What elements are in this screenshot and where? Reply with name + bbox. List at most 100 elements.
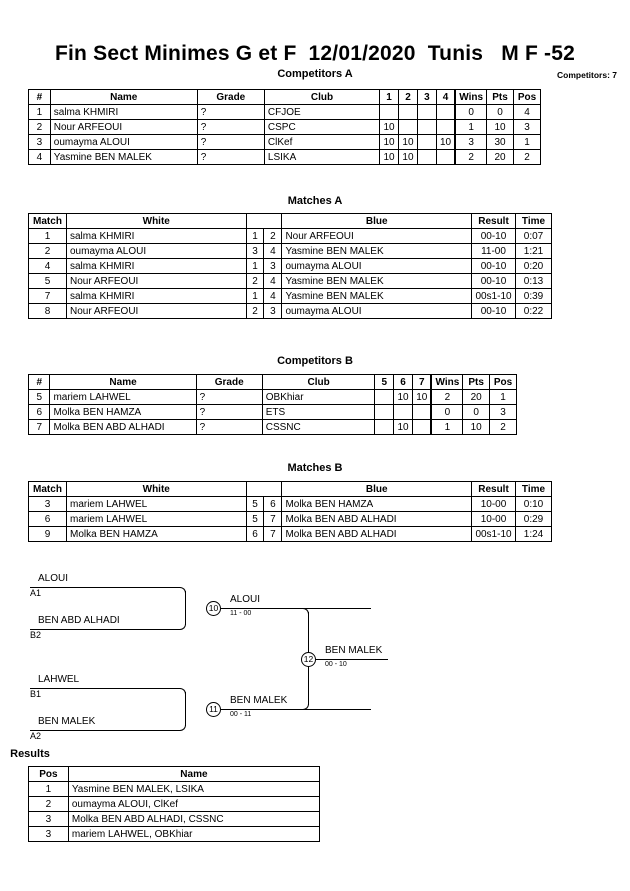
wins-value: 2 <box>454 149 488 165</box>
match-score-cell <box>416 134 437 150</box>
column-header-pos: Pos <box>489 374 517 390</box>
competitor-number: 6 <box>27 404 51 420</box>
competitor-number: 1 <box>28 104 51 120</box>
result-name: Molka BEN ABD ALHADI, CSSNC <box>67 811 321 827</box>
column-header-blue-seed <box>263 481 282 497</box>
blue-competitor: Yasmine BEN MALEK <box>281 288 473 304</box>
column-header-grade: Grade <box>196 89 265 105</box>
column-header-blue: Blue <box>281 213 473 229</box>
bracket-feeder-line <box>30 587 178 588</box>
white-competitor: Nour ARFEOUI <box>65 303 247 319</box>
column-header-match: Match <box>28 213 67 229</box>
match-score-cell <box>435 119 456 135</box>
bracket-corner <box>177 722 186 731</box>
white-seed: 2 <box>245 303 265 319</box>
column-header-club: Club <box>263 89 381 105</box>
white-seed: 3 <box>245 243 265 259</box>
competitor-number: 2 <box>28 119 51 135</box>
match-score-cell <box>416 104 437 120</box>
match-score-cell: 10 <box>393 419 414 435</box>
match-score-cell <box>416 119 437 135</box>
points-value: 0 <box>462 404 491 420</box>
match-result: 00-10 <box>471 273 516 289</box>
competitor-club: ClKef <box>263 134 381 150</box>
match-score-cell: 10 <box>379 149 399 165</box>
bracket-connector <box>308 612 309 705</box>
competitor-grade: ? <box>195 404 263 420</box>
white-competitor: oumayma ALOUI <box>65 243 247 259</box>
column-header-blue: Blue <box>281 481 473 497</box>
blue-competitor: oumayma ALOUI <box>281 258 473 274</box>
white-seed: 6 <box>245 526 265 542</box>
match-score-cell <box>412 404 432 420</box>
position-value: 2 <box>489 419 517 435</box>
bracket-winner-line <box>221 709 371 710</box>
bracket-entry-name: BEN MALEK <box>38 716 96 727</box>
column-header-pts: Pts <box>462 374 491 390</box>
white-competitor: salma KHMIRI <box>65 258 247 274</box>
column-header--: # <box>28 89 51 105</box>
column-header-2: 2 <box>397 89 418 105</box>
blue-competitor: Molka BEN ABD ALHADI <box>281 526 473 542</box>
match-score-cell <box>393 404 414 420</box>
points-value: 0 <box>486 104 514 120</box>
bracket-corner <box>177 587 186 596</box>
match-time: 0:10 <box>515 496 552 512</box>
match-score-cell <box>412 419 432 435</box>
blue-seed: 6 <box>263 496 283 512</box>
column-header-name: Name <box>49 89 198 105</box>
column-header-grade: Grade <box>195 374 263 390</box>
bracket-entry-name: BEN ABD ALHADI <box>38 615 120 626</box>
competitor-grade: ? <box>195 389 263 405</box>
blue-seed: 4 <box>263 243 283 259</box>
match-score-cell: 10 <box>412 389 432 405</box>
white-seed: 5 <box>245 496 265 512</box>
column-header-name: Name <box>67 766 321 782</box>
competitor-name: Yasmine BEN MALEK <box>49 149 198 165</box>
match-score-cell <box>435 149 456 165</box>
bracket-connector <box>185 692 186 726</box>
column-header-result: Result <box>471 481 516 497</box>
white-competitor: salma KHMIRI <box>65 288 247 304</box>
match-time: 0:07 <box>515 228 552 244</box>
white-competitor: salma KHMIRI <box>65 228 247 244</box>
position-value: 4 <box>512 104 542 120</box>
match-number: 3 <box>28 496 67 512</box>
competitor-name: mariem LAHWEL <box>49 389 197 405</box>
competitor-number: 4 <box>28 149 51 165</box>
match-score-cell: 10 <box>379 119 399 135</box>
competitor-number: 7 <box>27 419 51 435</box>
match-score-cell <box>435 104 456 120</box>
points-value: 20 <box>462 389 491 405</box>
points-value: 20 <box>486 149 514 165</box>
match-score-cell <box>374 404 395 420</box>
match-time: 0:29 <box>515 511 552 527</box>
wins-value: 1 <box>454 119 488 135</box>
match-score-cell <box>416 149 437 165</box>
column-header-pos: Pos <box>28 766 69 782</box>
bracket-winner-score: 11 - 00 <box>230 610 252 617</box>
column-header-wins: Wins <box>454 89 488 105</box>
competitor-name: salma KHMIRI <box>49 104 198 120</box>
page-title: Fin Sect Minimes G et F 12/01/2020 Tunis… <box>55 42 575 65</box>
match-number: 5 <box>28 273 67 289</box>
blue-competitor: Molka BEN ABD ALHADI <box>281 511 473 527</box>
column-header-name: Name <box>49 374 197 390</box>
bracket-winner-name: BEN MALEK <box>230 695 288 706</box>
blue-competitor: Yasmine BEN MALEK <box>281 243 473 259</box>
match-time: 0:13 <box>515 273 552 289</box>
position-value: 2 <box>512 149 542 165</box>
